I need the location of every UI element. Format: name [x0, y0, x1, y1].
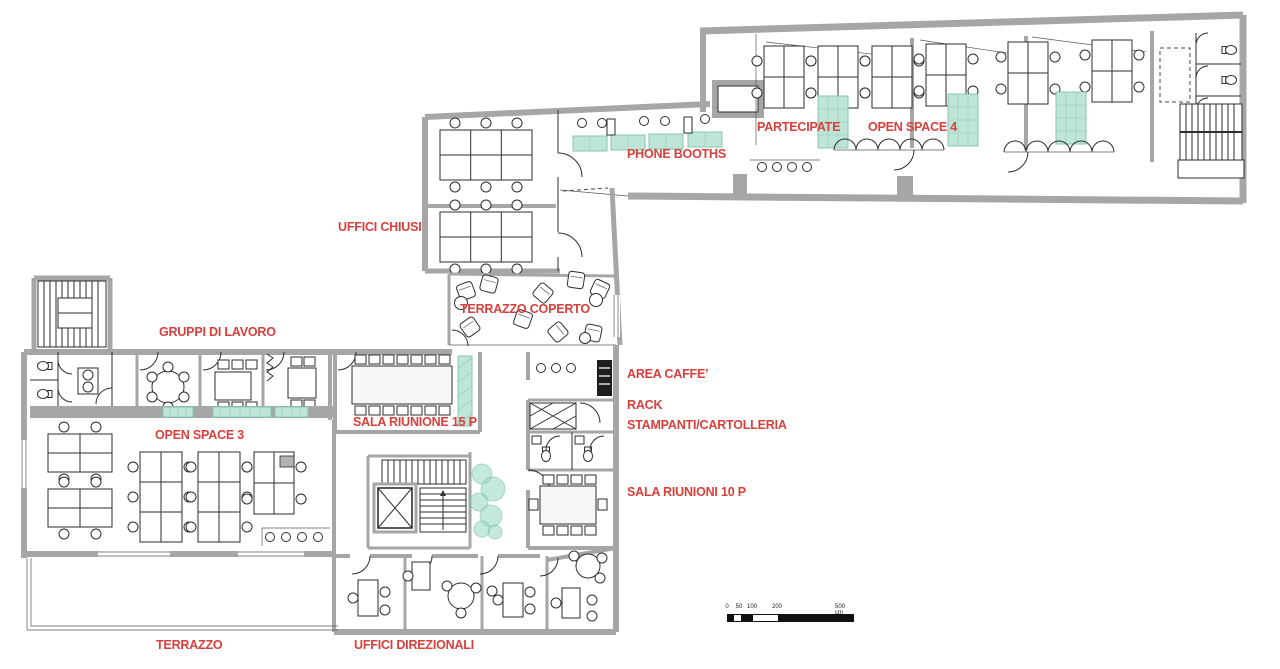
open-space-3-area: [48, 422, 330, 546]
stairwell-top-left: [31, 275, 113, 352]
desk-cluster: [996, 42, 1060, 104]
scale-tick: 50: [735, 604, 743, 610]
scale-bar: 0 50 100 200 500 cm: [722, 604, 862, 628]
phone-booths-area: [572, 114, 723, 152]
desk-cluster: [48, 477, 112, 539]
toilet-icon: [37, 361, 53, 371]
label-open-space-4: OPEN SPACE 4: [868, 120, 958, 134]
label-gruppi-di-lavoro: GRUPPI DI LAVORO: [159, 325, 276, 339]
stairs-top-right: [1177, 103, 1245, 179]
flexible-partition: [266, 353, 274, 382]
sala-riunioni-10p-room: [527, 469, 616, 550]
folding-partition: [833, 138, 945, 151]
desk-cluster: [128, 452, 194, 542]
toilet-icon: [37, 389, 53, 399]
label-terrazzo: TERRAZZO: [156, 638, 223, 652]
label-phone-booths: PHONE BOOTHS: [627, 147, 726, 161]
sala-riunione-15p-room: [333, 351, 482, 434]
plants: [469, 463, 506, 540]
locker-highlight: [1055, 91, 1087, 145]
desk-cluster: [242, 452, 306, 514]
vending-machine: [597, 360, 612, 396]
toilet-icon: [1221, 45, 1237, 55]
scale-tick: 100: [746, 604, 758, 610]
scale-tick: 500 cm: [835, 604, 846, 616]
desk-cluster: [440, 118, 532, 192]
phone-booth: [687, 131, 723, 148]
open-space-4-wing: [627, 11, 1247, 205]
scale-tick: 200: [771, 604, 783, 610]
label-uffici-direzionali: UFFICI DIREZIONALI: [354, 638, 475, 652]
phone-booth: [572, 135, 608, 152]
area-caffe-rack-wc: [526, 352, 616, 548]
folding-partition: [1003, 140, 1115, 153]
label-terrazzo-coperto: TERRAZZO COPERTO: [460, 302, 590, 316]
rack-room: [529, 402, 601, 430]
label-partecipate: PARTECIPATE: [757, 120, 841, 134]
scale-tick: 0: [725, 604, 729, 610]
desk-cluster: [860, 46, 924, 108]
gruppi-di-lavoro-rooms: [30, 351, 334, 420]
label-sala-riunioni-10p: SALA RIUNIONI 10 P: [627, 485, 746, 499]
desk-cluster: [1080, 40, 1144, 102]
main-block: [20, 275, 620, 635]
wc-block-left: [30, 352, 113, 406]
label-rack: RACK: [627, 398, 663, 412]
uffici-chiusi-wing: [422, 101, 723, 346]
label-open-space-3: OPEN SPACE 3: [155, 428, 245, 442]
uffici-direzionali-rooms: [334, 546, 617, 632]
label-uffici-chiusi: UFFICI CHIUSI: [338, 220, 422, 234]
scale-bar-graphic: [727, 614, 854, 622]
desk-cluster: [440, 200, 532, 274]
desk-cluster: [48, 422, 112, 484]
label-sala-riunione-15p: SALA RIUNIONE 15 P: [353, 415, 477, 429]
terrazzo-coperto-area: [447, 270, 616, 347]
toilet-icon: [1221, 75, 1237, 85]
green-bench: [162, 406, 309, 418]
toilet-icon: [583, 446, 593, 462]
central-stairs-elevator: [366, 452, 506, 550]
label-area-caffe: AREA CAFFE’: [627, 367, 709, 381]
label-stampanti-cartolleria: STAMPANTI/CARTOLLERIA: [627, 418, 787, 432]
